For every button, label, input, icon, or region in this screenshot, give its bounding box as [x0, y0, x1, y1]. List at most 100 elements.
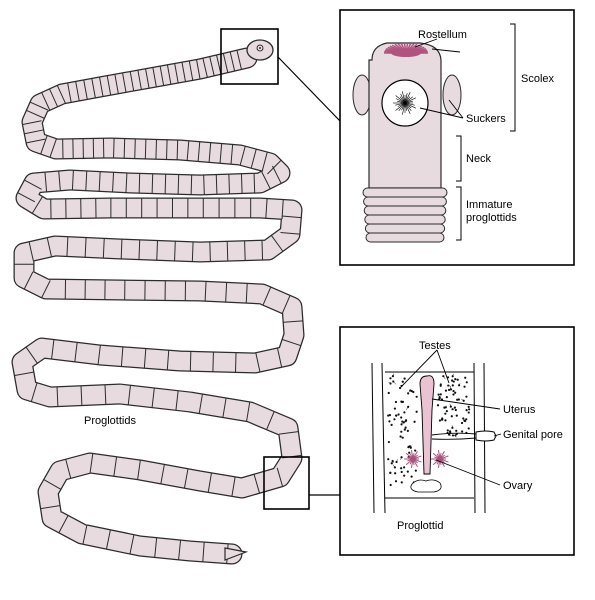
segment-line [89, 453, 94, 473]
testis-dot [452, 389, 455, 393]
segment-line [120, 347, 124, 367]
segment-line [209, 242, 211, 262]
testis-dot [404, 419, 408, 422]
testis-dot [414, 469, 417, 472]
segment-line [261, 171, 271, 189]
segment-line [228, 174, 230, 194]
testis-dot [461, 430, 464, 433]
segment-line [152, 67, 157, 87]
segment-line [44, 172, 48, 192]
segment-line [30, 101, 49, 111]
ovary-lobe [405, 452, 414, 460]
testis-dot [393, 407, 397, 410]
testis-dot [388, 420, 391, 423]
segment-line [74, 342, 78, 362]
testis-dot [388, 414, 392, 417]
ovary-lobe [405, 458, 414, 466]
segment-line [97, 345, 101, 365]
testis-dot [390, 423, 393, 426]
segment-line [266, 411, 275, 430]
testis-dot [394, 414, 398, 417]
testis-dot [438, 396, 441, 399]
sucker-ray [402, 91, 406, 104]
segment-line [80, 386, 83, 406]
ovary-lobe [412, 458, 422, 463]
segment-line [246, 402, 251, 422]
segment-line [159, 66, 165, 86]
sucker-ray [404, 100, 413, 104]
worm-tail [224, 547, 249, 561]
segment-line [91, 78, 96, 98]
testis-dot [445, 396, 448, 399]
testis-duct [405, 406, 409, 410]
testis-dot [403, 428, 406, 431]
worm-fill [12, 48, 304, 564]
testis-dot [441, 417, 444, 420]
segment-line [250, 149, 257, 169]
testis-duct [449, 434, 452, 436]
ovary-lobe [437, 458, 441, 468]
segment-line [84, 237, 87, 258]
segment-line [281, 295, 291, 314]
immature-proglottid-ring [364, 223, 446, 234]
segment-line [134, 139, 136, 159]
segment-line [276, 467, 283, 487]
segment-line [40, 135, 48, 155]
segment-line [155, 139, 157, 159]
testis-duct [457, 378, 459, 380]
segment-line [26, 109, 45, 119]
sucker-ray [404, 102, 416, 109]
testis-dot [454, 378, 457, 381]
testis-dot [410, 389, 413, 393]
segment-line [85, 171, 88, 191]
segment-line [127, 385, 131, 405]
testis-dot [389, 471, 392, 475]
segment-line [222, 53, 229, 73]
testis-dot [444, 419, 447, 422]
proglottid-label: Proglottid [397, 520, 443, 532]
testis-dot [445, 410, 448, 413]
segment-line [24, 129, 44, 135]
sucker-ray [395, 95, 406, 104]
segment-line [14, 371, 34, 376]
testis-duct [393, 381, 397, 385]
segment-line [166, 140, 168, 160]
sucker-ray [395, 102, 406, 111]
segment-line [181, 62, 186, 82]
testis-duct [391, 461, 395, 464]
segment-line [229, 51, 236, 71]
segment-line [166, 350, 170, 370]
segment-line [129, 71, 135, 91]
ovary-lobe [432, 458, 441, 466]
testis-dot [439, 393, 442, 396]
testis-dot [408, 451, 411, 454]
segment-line [25, 347, 38, 364]
rostellum-hooks [384, 42, 428, 57]
segment-line [178, 540, 182, 560]
segment-line [98, 171, 101, 192]
sucker-ray [404, 96, 414, 104]
segment-line [67, 83, 72, 103]
ovary-label: Ovary [503, 480, 533, 492]
segment-line [209, 56, 215, 76]
segment-line [271, 235, 284, 252]
neck-bracket [456, 135, 462, 182]
scolex-label: Scolex [521, 73, 555, 85]
testis-dot [394, 400, 398, 404]
ovary-lobe [439, 458, 449, 463]
sucker-ray [398, 102, 406, 112]
segment-line [120, 239, 123, 259]
immature-proglottid-ring [365, 232, 445, 243]
segment-line [226, 241, 229, 261]
segment-line [17, 192, 36, 203]
segment-line [22, 120, 42, 125]
testis-duct [408, 390, 411, 393]
segment-line [164, 174, 167, 194]
genital-pore-label: Genital pore [503, 429, 563, 441]
testes-label: Testes [419, 340, 451, 352]
testis-dot [393, 418, 396, 421]
segment-line [40, 505, 60, 510]
segment-line [236, 50, 242, 70]
segment-line [151, 388, 155, 408]
segment-line [99, 77, 104, 97]
